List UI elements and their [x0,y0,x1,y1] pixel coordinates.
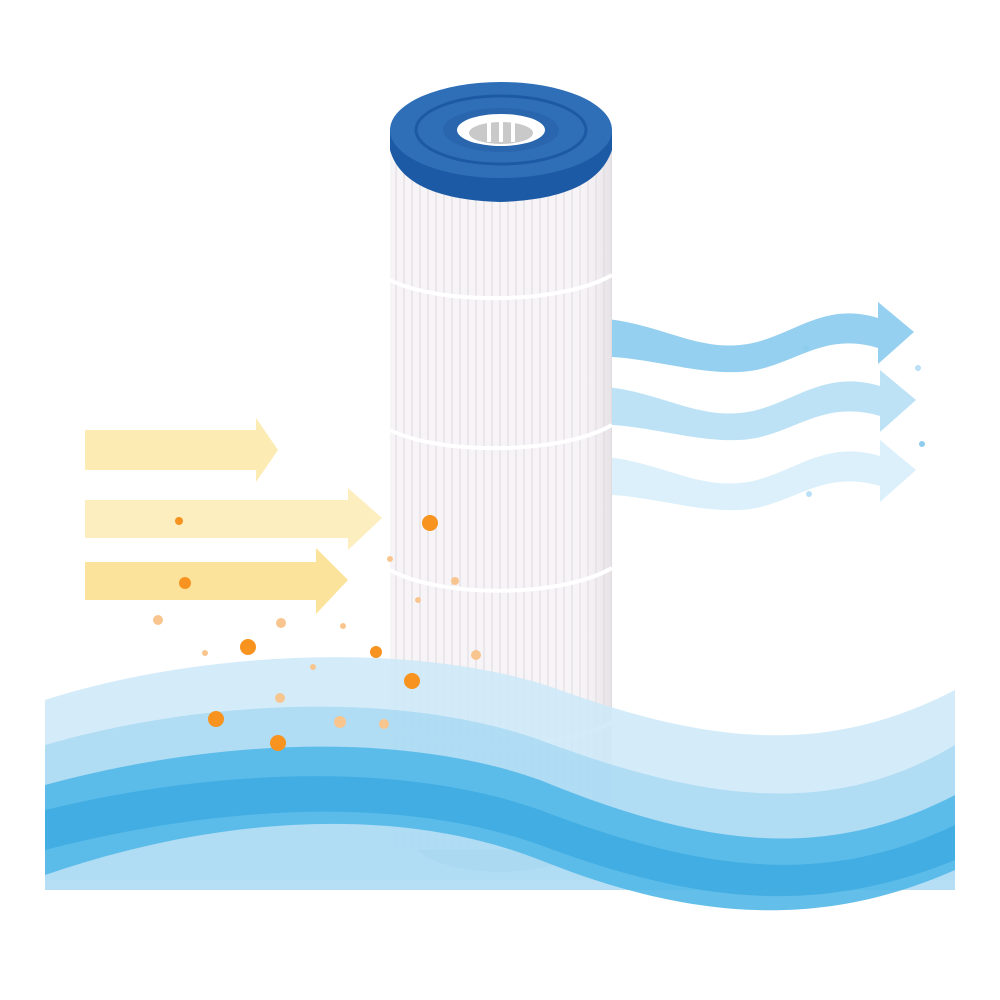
clean-water-arrow-icon [588,440,916,511]
debris-particle-icon [275,693,285,703]
debris-particle-icon [179,577,191,589]
debris-particle-icon [208,711,224,727]
clean-water-arrow-icon [588,302,914,373]
debris-particle-icon [153,615,163,625]
water-droplet-icon [803,345,809,351]
debris-particle-icon [276,618,286,628]
debris-particle-icon [415,597,421,603]
debris-particle-icon [370,646,382,658]
debris-particle-icon [422,515,438,531]
support-band [389,566,613,593]
water-wave-icon [45,776,955,897]
debris-particles [153,515,481,751]
dirty-water-arrow-icon [85,548,348,614]
top-cap-ring [414,94,588,166]
debris-particle-icon [471,650,481,660]
debris-particle-icon [334,716,346,728]
core-rib [499,122,503,142]
debris-particle-icon [310,664,316,670]
debris-particle-icon [202,650,208,656]
dirty-water-arrows [85,418,382,614]
core-rib [511,122,515,142]
debris-particle-icon [240,639,256,655]
core-rib [487,122,491,142]
debris-particle-icon [404,673,420,689]
dirty-water-arrow-icon [85,488,382,550]
debris-particle-icon [387,556,393,562]
debris-particle-icon [270,735,286,751]
support-band [389,273,613,301]
water-waves [45,657,955,911]
debris-particle-icon [175,517,183,525]
water-droplet-icon [915,365,921,371]
water-droplet-icon [919,441,925,447]
debris-particle-icon [451,577,459,585]
dirty-water-arrow-icon [85,418,278,482]
debris-particle-icon [379,719,389,729]
clean-water-arrow-icon [588,370,916,441]
support-band [389,423,613,451]
water-droplet-icon [806,491,812,497]
debris-particle-icon [340,623,346,629]
clean-water-arrows [588,302,925,511]
